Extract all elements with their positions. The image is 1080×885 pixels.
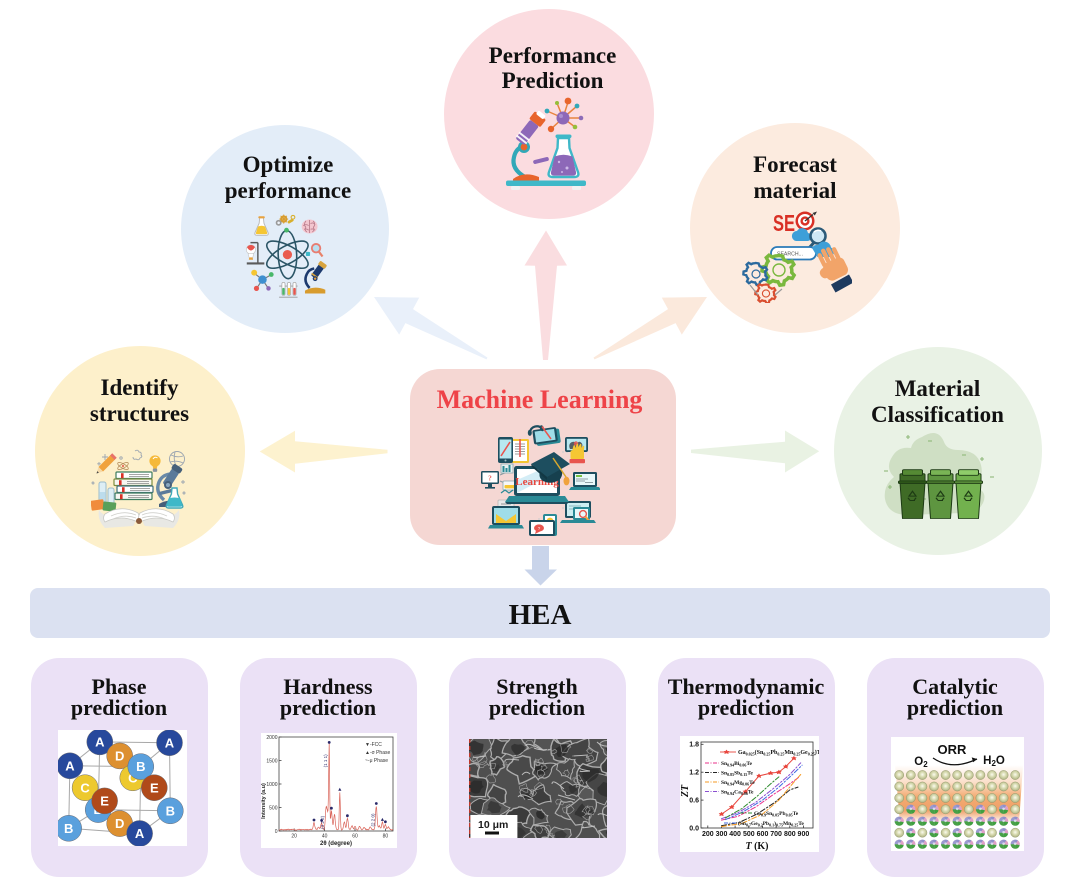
svg-text:500: 500 <box>269 805 278 811</box>
svg-text:40: 40 <box>321 834 327 840</box>
svg-text:B: B <box>165 803 174 818</box>
svg-text:0.6: 0.6 <box>689 798 699 805</box>
svg-text:?: ? <box>538 526 541 531</box>
svg-text:200: 200 <box>701 831 713 838</box>
svg-text:H2O: H2O <box>983 755 1005 768</box>
svg-text:800: 800 <box>783 831 795 838</box>
svg-text:300: 300 <box>715 831 727 838</box>
svg-text:Ga0.025(Sn0.25Pb0.25Mn0.25Ge0.: Ga0.025(Sn0.25Pb0.25Mn0.25Ge0.25)Te <box>738 749 819 757</box>
svg-text:E: E <box>100 794 109 809</box>
svg-text:SE: SE <box>773 210 795 236</box>
svg-text:Intensity (a.u): Intensity (a.u) <box>261 783 267 819</box>
svg-text:400: 400 <box>729 831 741 838</box>
svg-text:1500: 1500 <box>266 758 277 764</box>
svg-text:2000: 2000 <box>266 735 277 741</box>
svg-text:Sn0.85Sb0.15Te: Sn0.85Sb0.15Te <box>721 771 753 778</box>
svg-text:20: 20 <box>291 834 297 840</box>
svg-text:C: C <box>128 770 138 785</box>
svg-text:60: 60 <box>352 834 358 840</box>
svg-text:1000: 1000 <box>266 782 277 788</box>
svg-text:D: D <box>115 749 124 764</box>
svg-text:Sn0.94Bi0.06Te: Sn0.94Bi0.06Te <box>721 761 752 768</box>
svg-text:A: A <box>164 735 174 750</box>
svg-text:T (K): T (K) <box>745 841 768 852</box>
svg-text:900: 900 <box>797 831 809 838</box>
svg-text:1.8: 1.8 <box>689 742 699 749</box>
svg-text:ZT: ZT <box>680 784 691 798</box>
svg-text:(Sn0.7Ge0.2Pb0.1)0.75Mn0.25Te: (Sn0.7Ge0.2Pb0.1)0.75Mn0.25Te <box>738 820 804 828</box>
svg-text:C: C <box>80 780 90 795</box>
svg-text:A: A <box>95 735 105 750</box>
svg-text:~-μ Phase: ~-μ Phase <box>365 758 388 764</box>
svg-text:700: 700 <box>770 831 782 838</box>
svg-text:B: B <box>64 821 73 836</box>
svg-text:▲-σ Phase: ▲-σ Phase <box>365 750 390 756</box>
svg-text:A: A <box>65 758 75 773</box>
svg-text:E: E <box>149 780 158 795</box>
svg-text:D: D <box>115 816 124 831</box>
svg-text:1.2: 1.2 <box>689 770 699 777</box>
svg-text:B: B <box>136 759 145 774</box>
svg-text:▼-FCC: ▼-FCC <box>365 742 382 748</box>
svg-text:SEARCH...: SEARCH... <box>777 252 803 258</box>
svg-text:O2: O2 <box>914 756 928 769</box>
svg-text:ORR: ORR <box>937 742 967 757</box>
svg-text:0: 0 <box>274 829 277 835</box>
svg-text:Ga0.9Sn0.05Pb0.05Te: Ga0.9Sn0.05Pb0.05Te <box>754 811 799 818</box>
svg-text:Sn0.94Mg0.06Te: Sn0.94Mg0.06Te <box>721 780 755 787</box>
svg-text:(2 2 0): (2 2 0) <box>370 813 375 827</box>
svg-text:600: 600 <box>756 831 768 838</box>
svg-text:Sn0.94Ca0.06Te: Sn0.94Ca0.06Te <box>721 790 754 797</box>
svg-text:2θ (degree): 2θ (degree) <box>320 841 352 847</box>
svg-text:80: 80 <box>382 834 388 840</box>
svg-text:?: ? <box>488 475 492 483</box>
svg-text:10 μm: 10 μm <box>478 819 508 831</box>
svg-text:(3 2 2): (3 2 2) <box>320 815 325 829</box>
svg-text:A: A <box>134 826 144 841</box>
svg-text:500: 500 <box>742 831 754 838</box>
svg-text:(1 1 1): (1 1 1) <box>323 754 328 768</box>
svg-text:0.0: 0.0 <box>689 825 699 832</box>
